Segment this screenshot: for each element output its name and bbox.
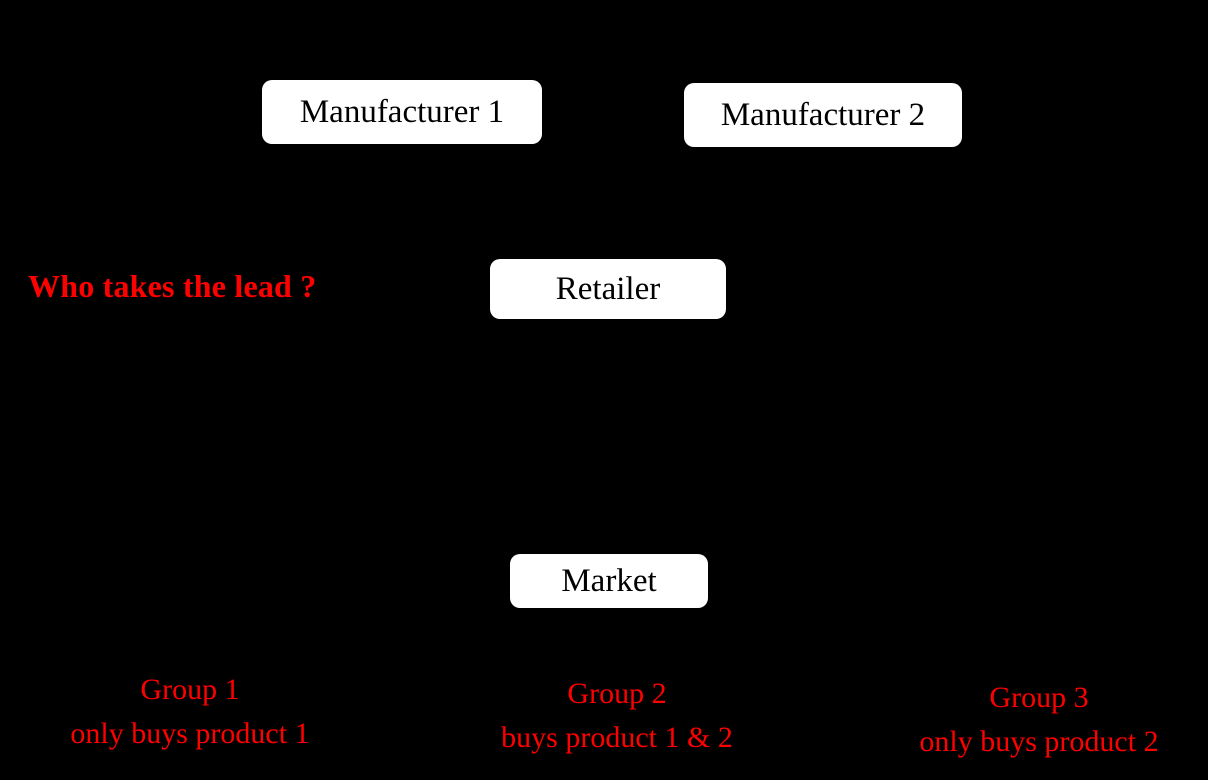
customer-group-3-description: only buys product 2	[919, 725, 1159, 759]
customer-group-3: Group 3 only buys product 2	[876, 676, 1202, 765]
edge-retailer-to-market	[601, 321, 615, 553]
edge-manufacturer-1-to-retailer	[401, 146, 586, 259]
edge-manufacturer-2-to-retailer	[639, 149, 823, 259]
lead-question-annotation: Who takes the lead ?	[28, 268, 317, 304]
customer-group-3-title: Group 3	[989, 681, 1089, 714]
customer-group-2: Group 2 buys product 1 & 2	[466, 672, 768, 761]
node-retailer[interactable]: Retailer	[490, 259, 726, 319]
customer-group-1: Group 1 only buys product 1	[40, 668, 340, 757]
node-market[interactable]: Market	[510, 554, 708, 608]
node-retailer-label: Retailer	[555, 270, 661, 307]
customer-group-2-title: Group 2	[567, 677, 667, 710]
node-manufacturer-1-label: Manufacturer 1	[299, 93, 505, 130]
node-manufacturer-2[interactable]: Manufacturer 2	[684, 83, 962, 147]
node-manufacturer-2-label: Manufacturer 2	[720, 96, 926, 133]
customer-group-1-description: only buys product 1	[70, 717, 310, 751]
customer-group-2-description: buys product 1 & 2	[501, 721, 733, 755]
customer-group-1-title: Group 1	[140, 673, 240, 706]
node-market-label: Market	[561, 562, 657, 599]
node-manufacturer-1[interactable]: Manufacturer 1	[262, 80, 542, 144]
